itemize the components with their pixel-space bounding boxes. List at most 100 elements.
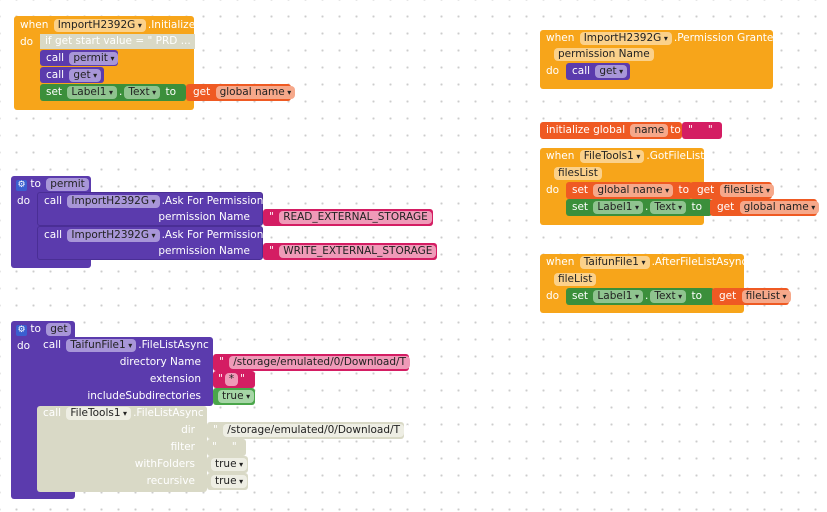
call-label: call	[572, 65, 591, 77]
quote: "	[231, 441, 237, 453]
ask-permission-write-block[interactable]: call ImportH2392G.Ask For Permission per…	[37, 226, 263, 260]
string-write-storage[interactable]: " WRITE_EXTERNAL_STORAGE"	[263, 243, 443, 260]
variable-dropdown[interactable]: fileList	[741, 290, 791, 303]
taifun-file-list-async-block[interactable]: call TaifunFile1.FileListAsync directory…	[37, 337, 213, 406]
dot: .	[644, 201, 649, 213]
call-label: call	[46, 69, 65, 81]
disabled-true-recursive[interactable]: true	[207, 473, 248, 490]
variable-dropdown[interactable]: global name	[215, 86, 296, 99]
when-label: when	[546, 150, 575, 162]
procedure-name-field[interactable]: get	[46, 323, 72, 336]
variable-dropdown[interactable]: global name	[739, 201, 820, 214]
disabled-true-with-folders[interactable]: true	[207, 456, 248, 473]
call-label: call	[43, 339, 62, 351]
variable-dropdown[interactable]: global name	[593, 184, 674, 197]
get-global-block[interactable]: get global name	[186, 84, 296, 101]
component-dropdown[interactable]: ImportH2392G	[53, 19, 146, 32]
variable-dropdown[interactable]: filesList	[719, 184, 774, 197]
param-file-list[interactable]: fileList	[554, 273, 597, 286]
arg-label: withFolders	[134, 458, 195, 470]
get-label: get	[717, 201, 735, 213]
do-label: do	[546, 184, 560, 196]
property-dropdown[interactable]: Text	[650, 201, 687, 214]
param-permission-name[interactable]: permission Name	[554, 48, 654, 61]
component-dropdown[interactable]: ImportH2392G	[579, 32, 672, 45]
quote: "	[269, 245, 274, 257]
component-dropdown[interactable]: ImportH2392G	[67, 229, 160, 242]
component-dropdown[interactable]: TaifunFile1	[579, 256, 650, 269]
call-get-block[interactable]: call get	[566, 63, 630, 80]
arg-label: filter	[170, 441, 195, 453]
set-label-text-block[interactable]: set Label1.Text to	[566, 288, 714, 305]
property-dropdown[interactable]: Text	[650, 290, 687, 303]
event-name: .Initialize	[147, 19, 196, 31]
arg-label: dir	[181, 424, 195, 436]
string-directory[interactable]: " /storage/emulated/0/Download/T"	[213, 354, 417, 371]
method-name: .Ask For Permission	[161, 229, 264, 241]
component-dropdown[interactable]: Label1	[593, 290, 643, 303]
string-field[interactable]: /storage/emulated/0/Download/T	[223, 424, 404, 437]
procedure-dropdown[interactable]: permit	[69, 52, 119, 65]
call-label: call	[44, 229, 63, 241]
quote: "	[406, 424, 411, 436]
component-dropdown[interactable]: TaifunFile1	[66, 339, 137, 352]
procedure-dropdown[interactable]: get	[69, 69, 102, 82]
to-label: to	[678, 184, 689, 196]
when-label: when	[20, 19, 49, 31]
event-name: .GotFileList	[646, 150, 705, 162]
quote: "	[219, 356, 224, 368]
gear-icon[interactable]: ⚙	[16, 325, 27, 336]
empty-string-block[interactable]: ""	[682, 122, 722, 139]
to-label: to	[670, 124, 681, 136]
do-label: do	[546, 290, 560, 302]
quote: "	[269, 211, 274, 223]
string-read-storage[interactable]: " READ_EXTERNAL_STORAGE"	[263, 209, 439, 226]
component-dropdown[interactable]: Label1	[593, 201, 643, 214]
get-global-block[interactable]: get global name	[710, 199, 820, 216]
component-dropdown[interactable]: Label1	[67, 86, 117, 99]
boolean-dropdown[interactable]: true	[211, 475, 248, 488]
component-dropdown[interactable]: FileTools1	[66, 407, 132, 420]
property-dropdown[interactable]: Text	[124, 86, 161, 99]
do-label: do	[20, 36, 34, 48]
set-label-text-block[interactable]: set Label1.Text to	[40, 84, 186, 101]
string-field[interactable]: /storage/emulated/0/Download/T	[229, 356, 410, 369]
string-extension[interactable]: "*"	[213, 371, 255, 388]
string-field[interactable]: WRITE_EXTERNAL_STORAGE	[279, 245, 437, 258]
procedure-dropdown[interactable]: get	[595, 65, 628, 78]
disabled-string-dir[interactable]: " /storage/emulated/0/Download/T"	[207, 422, 411, 439]
disabled-filetools-list-async-block[interactable]: call FileTools1.FileListAsync dir filter…	[37, 406, 207, 492]
get-file-list-block[interactable]: get fileList	[712, 288, 791, 305]
string-field[interactable]: *	[224, 373, 239, 386]
event-name: .AfterFileListAsync	[651, 256, 748, 268]
quote: "	[212, 441, 217, 453]
set-label: set	[572, 201, 589, 213]
component-dropdown[interactable]: ImportH2392G	[67, 195, 160, 208]
get-files-list-block[interactable]: get filesList	[690, 182, 774, 199]
disabled-if-block[interactable]: if get start value = " PRD ...	[40, 34, 195, 49]
component-dropdown[interactable]: FileTools1	[579, 150, 645, 163]
set-global-block[interactable]: set global name to	[566, 182, 692, 199]
arg-label: includeSubdirectories	[87, 390, 201, 402]
procedure-name-field[interactable]: permit	[46, 178, 89, 191]
gear-icon[interactable]: ⚙	[16, 180, 27, 191]
param-files-list[interactable]: filesList	[554, 167, 602, 180]
set-label-text-block[interactable]: set Label1.Text to	[566, 199, 712, 216]
disabled-string-filter[interactable]: ""	[207, 439, 246, 456]
ask-permission-read-block[interactable]: call ImportH2392G.Ask For Permission per…	[37, 192, 263, 226]
true-block[interactable]: true	[213, 388, 255, 405]
call-get-block[interactable]: call get	[40, 67, 104, 83]
quote: "	[412, 356, 417, 368]
call-label: call	[43, 407, 62, 419]
to-label: to	[691, 290, 703, 302]
boolean-dropdown[interactable]: true	[218, 390, 255, 403]
call-permit-block[interactable]: call permit	[40, 50, 119, 66]
boolean-dropdown[interactable]: true	[211, 458, 248, 471]
to-label: to	[30, 178, 41, 190]
event-permission-granted[interactable]: when ImportH2392G.Permission Granted per…	[540, 30, 780, 89]
variable-name-field[interactable]: name	[630, 124, 669, 137]
string-field[interactable]: READ_EXTERNAL_STORAGE	[279, 211, 432, 224]
get-label: get	[697, 184, 715, 196]
event-name: .Permission Granted	[673, 32, 780, 44]
